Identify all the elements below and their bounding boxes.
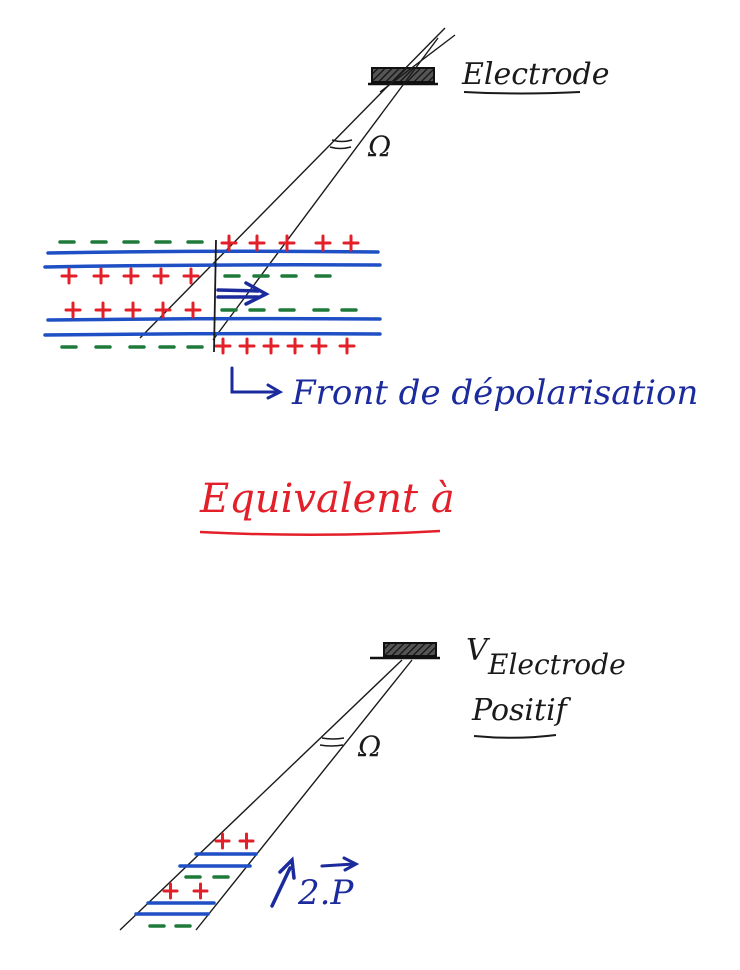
equivalent-label: Equivalent à: [199, 476, 455, 522]
bottom-dipole-label: 2.P: [297, 873, 354, 913]
bottom-dipole-upper: [178, 832, 258, 879]
top-membranes: [43, 249, 382, 337]
equivalent-section: Equivalent à: [199, 476, 455, 537]
bottom-electrode: [383, 642, 437, 657]
bottom-dipole-arrow: [270, 856, 296, 908]
top-propagation-arrow: [216, 281, 270, 306]
bottom-solid-angle-cone: [119, 659, 413, 931]
bottom-angle-arc: [319, 737, 345, 747]
top-charges-row2: [60, 267, 332, 285]
top-angle-arc: [329, 139, 353, 150]
top-electrode-label: Electrode: [461, 57, 609, 92]
top-charges-row1: [58, 234, 360, 252]
top-depolarization-front: [213, 239, 217, 353]
bottom-vector-arrow: [320, 856, 360, 872]
top-charges-row4: [60, 337, 356, 355]
bottom-diagram: V Electrode Positif Ω: [119, 633, 626, 931]
bottom-dipole-lower: [134, 882, 216, 928]
top-electrode-underline: [463, 91, 581, 95]
bottom-potential-label: V: [466, 633, 491, 668]
bottom-sign-label: Positif: [471, 693, 572, 728]
top-front-label: Front de dépolarisation: [291, 373, 698, 413]
equivalent-underline: [199, 529, 441, 537]
top-front-arrow: [230, 366, 284, 400]
top-charges-row3: [64, 301, 358, 319]
bottom-angle-label: Ω: [357, 730, 381, 763]
bottom-sign-underline: [473, 734, 557, 739]
bottom-electrode-label: Electrode: [487, 648, 626, 681]
top-diagram: Electrode Ω: [43, 27, 698, 413]
top-angle-label: Ω: [367, 130, 391, 163]
